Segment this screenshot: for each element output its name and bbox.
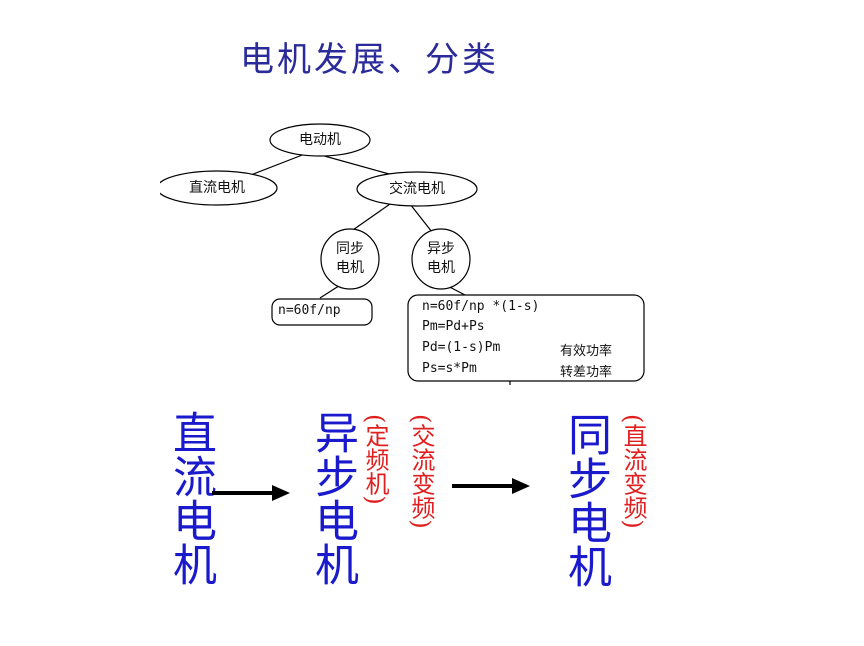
page-title: 电机发展、分类: [240, 40, 499, 80]
async-box-line-3: Pd=(1-s)Pm: [422, 340, 501, 355]
flow-sync-note: (直流变频): [619, 414, 647, 529]
node-sync-label-2: 电机: [336, 260, 364, 276]
async-box-line-2: Pm=Pd+Ps: [422, 319, 485, 334]
async-box-line-1: n=60f/np *(1-s): [422, 299, 540, 314]
async-box-note-3: 有效功率: [560, 344, 613, 359]
node-async: [411, 228, 471, 290]
node-root-label: 电动机: [299, 132, 341, 148]
sync-formula-text: n=60f/np: [278, 303, 341, 318]
flow-async-motor: 异步电机: [307, 410, 358, 586]
flow-dc-motor: 直流电机: [165, 410, 216, 586]
flow-sync-motor: 同步电机: [560, 412, 611, 588]
async-box-note-4: 转差功率: [560, 365, 613, 380]
node-async-label-1: 异步: [427, 241, 455, 257]
arrow-icon: [212, 485, 290, 501]
node-dc: [160, 170, 278, 206]
node-root: [269, 123, 371, 157]
node-async-box: [407, 294, 645, 382]
classification-tree: 电动机 直流电机 交流电机 同步 电机 异步 电机 n=60f/np n=60f…: [160, 112, 660, 385]
node-async-label-2: 电机: [427, 260, 455, 276]
flow-async-note-ac: (交流变频): [407, 414, 435, 529]
node-ac-label: 交流电机: [389, 181, 445, 197]
node-dc-label: 直流电机: [189, 180, 245, 196]
edge-ac-sync: [349, 203, 391, 233]
node-ac: [356, 171, 478, 207]
node-sync: [320, 228, 380, 290]
node-sync-formula: [271, 298, 373, 326]
edge-ac-async: [409, 203, 433, 233]
tree-connectors: [160, 123, 645, 385]
flow-async-note-fixed: (定频机): [361, 414, 389, 505]
async-box-line-4: Ps=s*Pm: [422, 361, 477, 376]
arrow-icon: [452, 478, 530, 494]
node-sync-label-1: 同步: [336, 241, 364, 257]
